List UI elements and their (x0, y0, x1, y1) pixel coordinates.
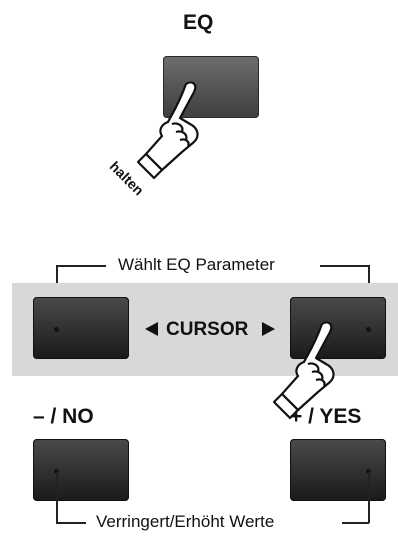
minus-no-label: – / NO (33, 405, 94, 428)
bottom-bracket-left-horizontal (56, 522, 86, 524)
triangle-right-icon (262, 322, 275, 336)
bottom-annotation: Verringert/Erhöht Werte (92, 513, 279, 530)
plus-yes-label: + / YES (290, 405, 362, 428)
top-annotation: Wählt EQ Parameter (114, 256, 279, 273)
bottom-bracket-right-horizontal (342, 522, 369, 524)
triangle-left-icon (145, 322, 158, 336)
cursor-right-indicator (366, 327, 371, 332)
cursor-label: CURSOR (166, 319, 249, 340)
top-bracket-right-horizontal (320, 265, 369, 267)
minus-no-button[interactable] (33, 439, 129, 501)
eq-label: EQ (183, 11, 214, 34)
plus-indicator (366, 469, 371, 474)
bottom-bracket-right-vertical (368, 472, 370, 523)
cursor-left-indicator (54, 327, 59, 332)
plus-yes-button[interactable] (290, 439, 386, 501)
cursor-left-button[interactable] (33, 297, 129, 359)
minus-indicator (54, 469, 59, 474)
top-bracket-left-horizontal (56, 265, 106, 267)
bottom-bracket-left-vertical (56, 472, 58, 523)
hand-pointer-icon (136, 81, 199, 180)
hand-pointer-icon (272, 321, 335, 420)
